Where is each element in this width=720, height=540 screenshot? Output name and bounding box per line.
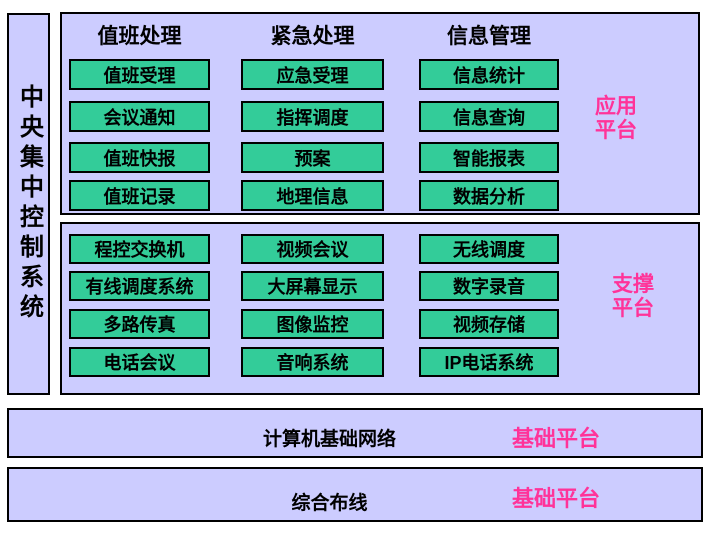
module-meeting-notice: 会议通知 [69,101,210,132]
module-duty-acceptance: 值班受理 [69,59,210,90]
module-multichannel-fax: 多路传真 [69,309,210,339]
column-header-duty-processing: 值班处理 [97,25,182,48]
computer-network-title: 计算机基础网络 [262,429,396,450]
module-digital-recording: 数字录音 [419,271,559,301]
module-duty-bulletin: 值班快报 [69,142,210,173]
base-platform-wiring-panel: 综合布线 基础平台 [7,467,703,522]
module-ip-phone-system: IP电话系统 [419,347,559,377]
central-control-system-bar: 中央集中控制系统 [7,13,50,395]
application-platform-panel: 值班处理 紧急处理 信息管理 值班受理 会议通知 值班快报 值班记录 应急受理 … [60,12,700,215]
application-platform-label-line2: 平台 [595,119,637,142]
base-platform-label-network: 基础平台 [512,426,601,451]
module-audio-system: 音响系统 [241,347,384,377]
module-emergency-acceptance: 应急受理 [241,59,384,90]
central-control-system-title: 中央集中控制系统 [15,84,43,324]
support-platform-label-line1: 支撑 [612,273,654,296]
module-geographic-info: 地理信息 [241,180,384,211]
module-wired-dispatch-system: 有线调度系统 [69,271,210,301]
base-platform-label-wiring: 基础平台 [512,486,601,511]
module-info-query: 信息查询 [419,101,559,132]
module-large-screen-display: 大屏幕显示 [241,271,384,301]
base-platform-network-panel: 计算机基础网络 基础平台 [7,408,703,458]
module-program-controlled-switch: 程控交换机 [69,234,210,264]
support-platform-label-line2: 平台 [612,297,654,320]
module-duty-record: 值班记录 [69,180,210,211]
module-video-storage: 视频存储 [419,309,559,339]
module-telephone-conference: 电话会议 [69,347,210,377]
support-platform-label: 支撑 平台 [612,273,654,321]
integrated-wiring-title: 综合布线 [291,493,368,514]
module-wireless-dispatch: 无线调度 [419,234,559,264]
module-data-analysis: 数据分析 [419,180,559,211]
application-platform-label-line1: 应用 [595,95,637,118]
module-info-statistics: 信息统计 [419,59,559,90]
module-smart-reports: 智能报表 [419,142,559,173]
module-video-conference: 视频会议 [241,234,384,264]
column-header-emergency-processing: 紧急处理 [270,25,355,48]
support-platform-panel: 程控交换机 有线调度系统 多路传真 电话会议 视频会议 大屏幕显示 图像监控 音… [60,222,700,395]
module-command-dispatch: 指挥调度 [241,101,384,132]
module-image-surveillance: 图像监控 [241,309,384,339]
application-platform-label: 应用 平台 [595,95,637,143]
column-header-information-management: 信息管理 [447,25,531,48]
module-contingency-plan: 预案 [241,142,384,173]
